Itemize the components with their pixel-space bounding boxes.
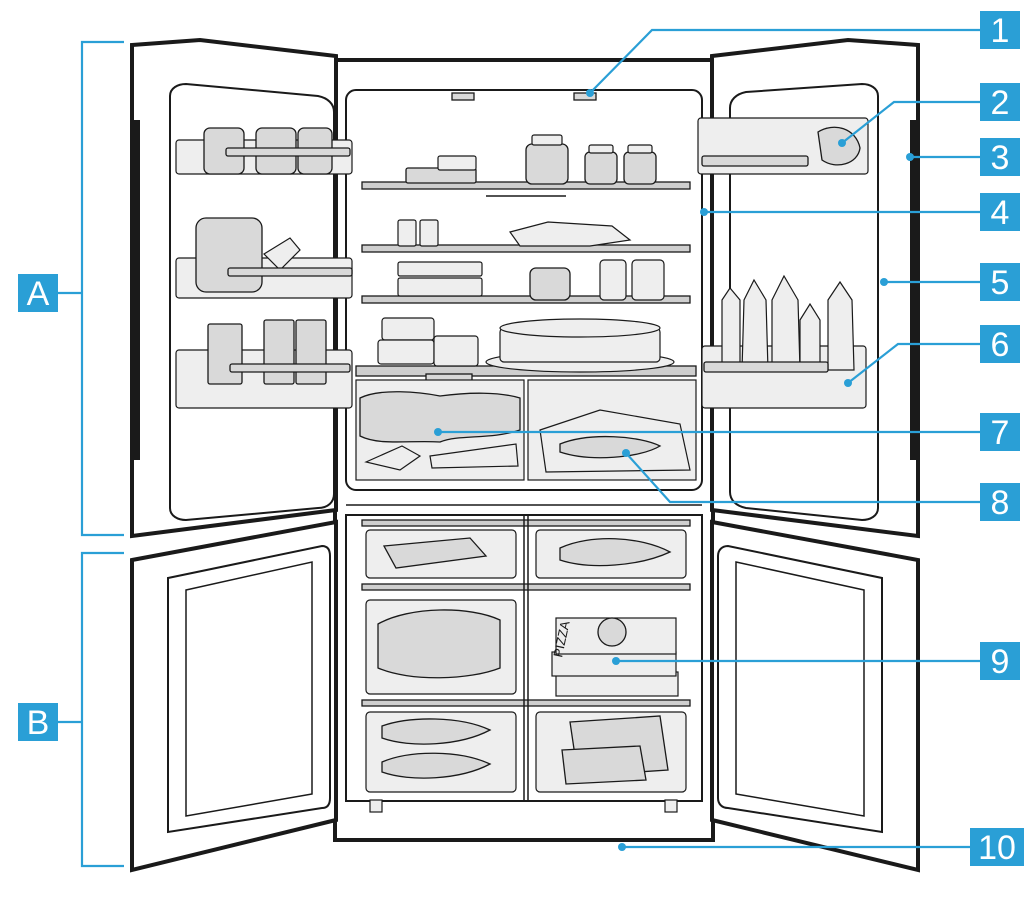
fourth-shelf-items [377,317,675,373]
callout-badge-7: 7 [980,413,1020,452]
callout-number-3: 3 [991,139,1010,177]
callout-badge-1: 1 [980,11,1020,50]
callout-number-1: 1 [991,12,1010,50]
callout-badge-6: 6 [980,325,1020,364]
left-door-bin-bottom [175,319,353,409]
callout-badge-10: 10 [970,828,1024,867]
left-freezer-door [130,519,338,873]
section-badge-a: A [18,274,58,313]
freezer-drawers: PIZZA [361,515,691,800]
section-letter-a: A [27,275,50,313]
callout-badge-4: 4 [980,193,1020,232]
bracket-b [58,551,124,868]
callout-number-2: 2 [991,84,1010,122]
right-door-bin-bottom [701,274,867,409]
callout-badge-2: 2 [980,83,1020,122]
left-fridge-door [130,37,353,539]
crisper-drawers [355,379,697,481]
callout-number-9: 9 [991,643,1010,681]
bracket-a [58,40,124,537]
callout-number-6: 6 [991,326,1010,364]
callout-number-8: 8 [991,484,1010,522]
callout-badge-3: 3 [980,138,1020,177]
callout-badge-5: 5 [980,263,1020,302]
callout-badge-8: 8 [980,483,1020,522]
callout-dots [434,89,914,851]
callout-badge-9: 9 [980,642,1020,681]
callout-number-4: 4 [991,194,1010,232]
right-fridge-door [697,37,920,539]
top-shelf-items [405,134,657,185]
pizza-boxes: PIZZA [550,617,679,697]
left-door-bin-middle [175,217,353,299]
glass-shelves [355,181,697,383]
right-door-bin-top [697,117,869,175]
callout-number-10: 10 [978,829,1016,867]
callout-lines [438,28,980,849]
callout-number-5: 5 [991,264,1010,302]
section-badge-b: B [18,703,58,742]
third-shelf-items [397,259,665,301]
left-door-bin-top [175,127,353,175]
second-shelf-items [397,219,632,247]
right-freezer-door [710,519,920,873]
section-letter-b: B [27,704,50,742]
callout-number-7: 7 [991,414,1010,452]
